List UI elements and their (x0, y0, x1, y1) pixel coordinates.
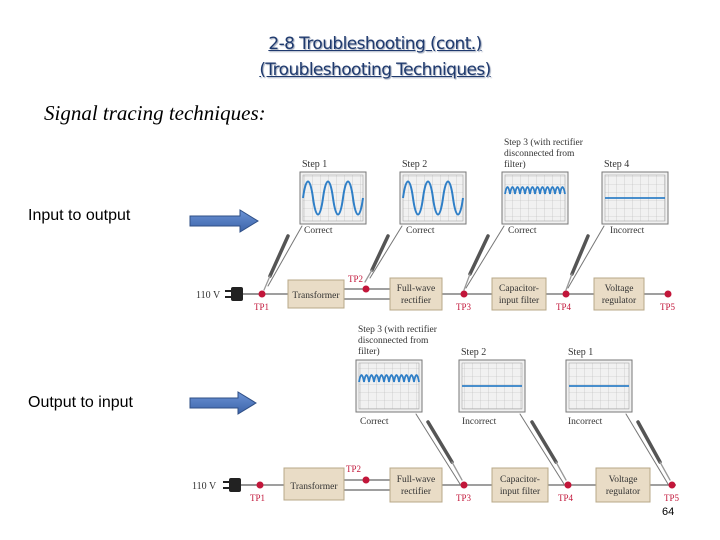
probe-icon (415, 413, 463, 485)
probe-icon (519, 413, 567, 485)
test-point-dot (664, 290, 672, 298)
result-label: Correct (304, 226, 333, 236)
block-transformer (287, 279, 345, 309)
block-label: Voltage (609, 475, 638, 485)
step-label: Step 2 (402, 159, 427, 170)
oscilloscope-icon (355, 359, 423, 413)
test-point-label: TP3 (456, 302, 472, 312)
test-point-dot (564, 481, 572, 489)
test-point-dot (460, 481, 468, 489)
probe-icon (463, 225, 505, 291)
result-label: Incorrect (462, 417, 497, 427)
label-input-to-output: Input to output (28, 207, 131, 224)
block-label: rectifier (401, 486, 432, 497)
probe-icon (565, 225, 605, 291)
step-label: Step 3 (with rectifier (358, 324, 438, 335)
test-point-label: TP5 (664, 493, 680, 503)
right-arrow-icon (189, 391, 257, 415)
block-label: Capacitor- (500, 475, 540, 485)
test-point-label: TP1 (250, 493, 265, 503)
block-label: Capacitor- (499, 284, 539, 294)
oscilloscope-icon (565, 359, 633, 413)
probe-icon (263, 225, 303, 291)
test-point-label: TP3 (456, 493, 472, 503)
result-label: Incorrect (610, 226, 645, 236)
diagram-top: Step 1 Step 2 Step 3 (with rectifier dis… (196, 137, 676, 312)
test-point-label: TP4 (558, 493, 574, 503)
test-point-dot (668, 481, 676, 489)
test-point-dot (460, 290, 468, 298)
test-point-dot (362, 285, 370, 293)
test-point-label: TP5 (660, 302, 676, 312)
page-number: 64 (662, 506, 675, 518)
step-label: disconnected from (504, 148, 575, 159)
block-regulator (595, 467, 651, 503)
label-output-to-input: Output to input (28, 394, 133, 411)
block-label: regulator (606, 487, 641, 497)
block-label: Voltage (605, 284, 634, 294)
step-label: disconnected from (358, 335, 429, 346)
subtitle: Signal tracing techniques: (44, 101, 266, 125)
block-label: input filter (500, 486, 541, 497)
test-point-dot (256, 481, 264, 489)
result-label: Correct (406, 226, 435, 236)
block-label: regulator (602, 296, 637, 306)
probe-icon (625, 413, 671, 485)
result-label: Correct (508, 226, 537, 236)
result-label: Incorrect (568, 417, 603, 427)
test-point-label: TP2 (348, 274, 363, 284)
oscilloscope-icon (299, 171, 367, 225)
source-label: 110 V (196, 290, 221, 301)
plug-icon (225, 287, 262, 301)
oscilloscope-icon (601, 171, 669, 225)
step-label: Step 1 (302, 159, 327, 170)
result-label: Correct (360, 417, 389, 427)
oscilloscope-icon (458, 359, 526, 413)
probe-icon (364, 225, 403, 283)
block-label: Transformer (290, 481, 338, 492)
slide-title-line1: 2-8 Troubleshooting (cont.) (268, 34, 482, 54)
block-regulator (593, 277, 645, 311)
block-label: Transformer (292, 290, 340, 301)
block-filter (491, 277, 547, 311)
test-point-label: TP2 (346, 464, 361, 474)
plug-icon (223, 478, 260, 492)
test-point-label: TP1 (254, 302, 269, 312)
block-label: Full-wave (397, 475, 436, 485)
test-point-dot (258, 290, 266, 298)
right-arrow-icon (189, 209, 259, 233)
test-point-dot (362, 476, 370, 484)
diagram-bottom: Step 3 (with rectifier disconnected from… (192, 324, 680, 503)
test-point-label: TP4 (556, 302, 572, 312)
oscilloscope-icon (399, 171, 467, 225)
block-rectifier (389, 467, 443, 503)
step-label: Step 4 (604, 159, 629, 170)
step-label: filter) (504, 159, 526, 170)
block-label: Full-wave (397, 284, 436, 294)
source-label: 110 V (192, 481, 217, 492)
oscilloscope-icon (501, 171, 569, 225)
block-label: input filter (499, 295, 540, 306)
block-label: rectifier (401, 295, 432, 306)
step-label: filter) (358, 346, 380, 357)
step-label: Step 1 (568, 347, 593, 358)
block-rectifier (389, 277, 443, 311)
block-filter (491, 467, 549, 503)
step-label: Step 2 (461, 347, 486, 358)
step-label: Step 3 (with rectifier (504, 137, 584, 148)
block-transformer (283, 467, 345, 501)
slide-title-line2: (Troubleshooting Techniques) (259, 60, 491, 80)
test-point-dot (562, 290, 570, 298)
